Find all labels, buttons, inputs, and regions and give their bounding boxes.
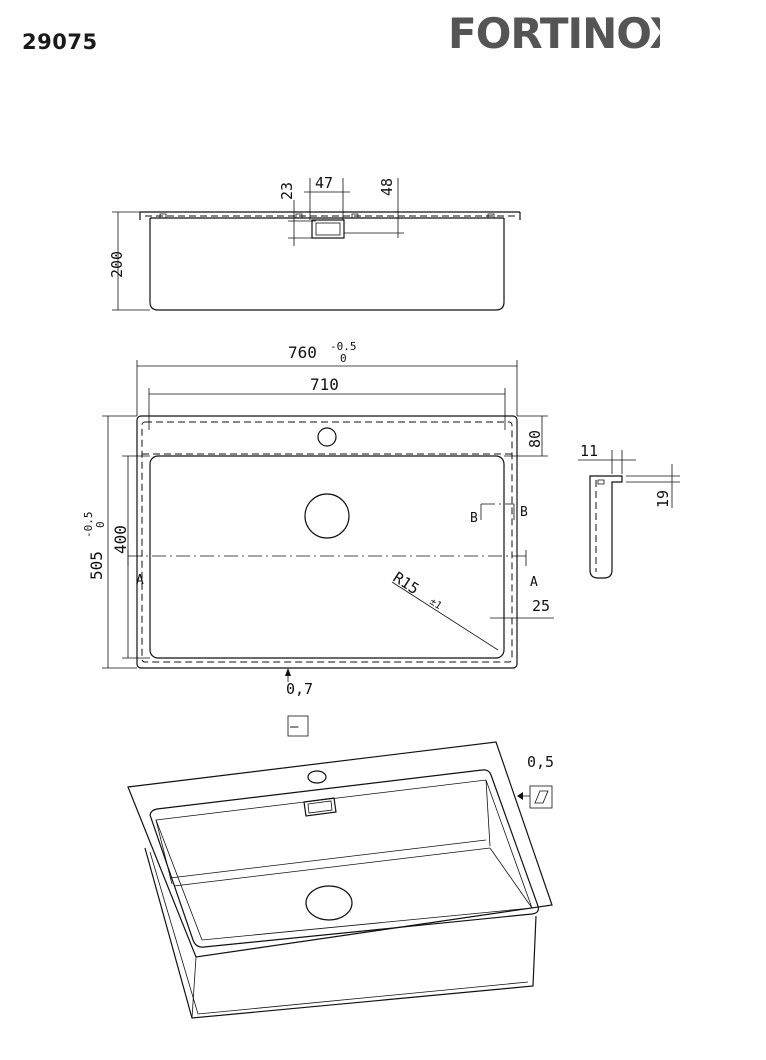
- dim-505: 505: [87, 551, 106, 580]
- tol-505-lower: 0: [94, 521, 107, 528]
- tol-505-upper: -0.5: [82, 512, 95, 539]
- section-b-right: B: [520, 505, 528, 520]
- straightness-symbol: —: [290, 719, 299, 735]
- side-view: 200 47 23 48: [108, 174, 521, 311]
- section-b-left: B: [470, 511, 478, 526]
- dim-radius: R15: [390, 568, 423, 598]
- dim-760: 760: [288, 343, 317, 362]
- brand-logo: FORTINOX: [448, 10, 660, 54]
- dim-710: 710: [310, 375, 339, 394]
- dim-200: 200: [108, 251, 126, 278]
- section-b-profile: 11 19: [578, 442, 680, 579]
- dim-11: 11: [580, 442, 598, 460]
- dim-400: 400: [111, 525, 130, 554]
- dim-thickness: 0,7: [286, 680, 313, 698]
- dim-47: 47: [315, 174, 333, 192]
- dim-80: 80: [526, 430, 544, 448]
- dim-radius-tol: ±1: [427, 596, 443, 612]
- dim-48: 48: [378, 178, 396, 196]
- dim-25: 25: [532, 597, 550, 615]
- tol-760-lower: 0: [340, 352, 347, 365]
- section-a-right: A: [530, 575, 538, 590]
- svg-text:FORTINOX: FORTINOX: [448, 10, 660, 54]
- tol-760-upper: -0.5: [330, 340, 357, 353]
- product-code: 29075: [22, 30, 98, 54]
- plan-view: 760 -0.5 0 710 A A B B 80 505 -0.5 0: [82, 340, 554, 737]
- section-a-left: A: [136, 573, 144, 588]
- isometric-view: 0,5: [127, 741, 554, 1019]
- dim-19: 19: [654, 490, 672, 508]
- dim-flatness: 0,5: [527, 753, 554, 771]
- dim-23: 23: [278, 182, 296, 200]
